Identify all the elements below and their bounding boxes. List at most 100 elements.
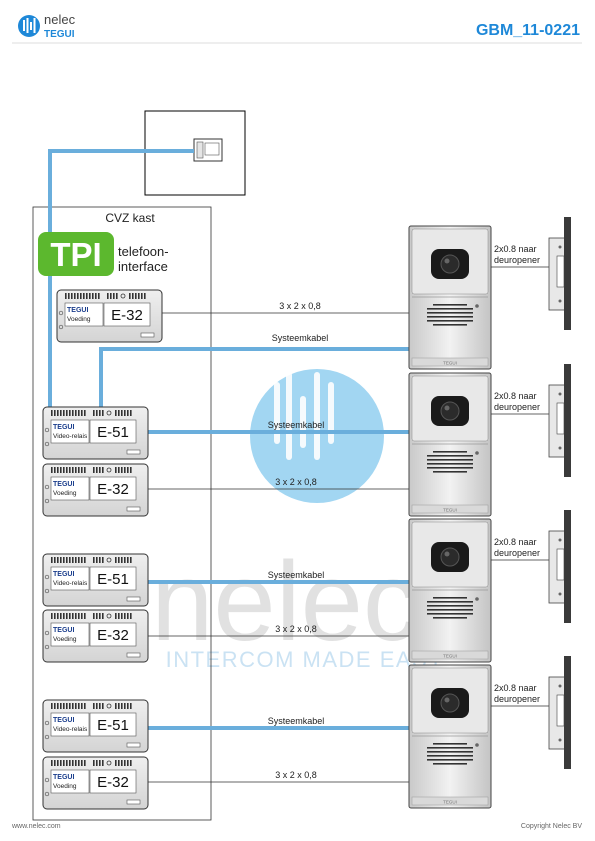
vent-slots (65, 293, 146, 299)
opener-label-1b: deuropener (494, 255, 540, 265)
speaker-grille-icon (427, 304, 473, 326)
screw-icon (44, 427, 50, 433)
module-label-box (50, 476, 90, 501)
door-strike-icon-3 (491, 510, 571, 623)
screw-icon (106, 467, 112, 473)
watermark-word: nelec (151, 539, 419, 664)
speaker-grille-icon (427, 597, 473, 619)
module-kind: Voeding (67, 316, 91, 323)
module-label-box (50, 769, 90, 794)
module-brand: TEGUI (53, 571, 74, 578)
screw-icon (106, 613, 112, 619)
vent-slots (51, 613, 132, 619)
module-kind: Voeding (53, 490, 77, 497)
footer-copyright: Copyright Nelec BV (521, 823, 582, 830)
logo-line2: TEGUI (44, 29, 75, 40)
screw-icon (44, 720, 50, 726)
module-brand: TEGUI (53, 717, 74, 724)
watermark-logo-icon (274, 372, 334, 460)
cable-label-power-1: 3 x 2 x 0,8 (279, 301, 321, 311)
panel-brand: TEGUI (443, 508, 457, 513)
door-panel-1: TEGUI (408, 225, 492, 370)
header: nelec TEGUI GBM_11-0221 (12, 12, 582, 44)
screw-icon (44, 574, 50, 580)
module-code: E-51 (97, 717, 129, 734)
terminal-block (140, 332, 155, 338)
terminal-block (126, 742, 141, 748)
opener-label-4a: 2x0.8 naar (494, 683, 537, 693)
panel-footer (411, 650, 489, 660)
tpi-badge-text: TPI (50, 236, 101, 273)
screw-icon (44, 734, 50, 740)
cable-label-power-3: 3 x 2 x 0,8 (275, 624, 317, 634)
screw-icon (106, 410, 112, 416)
module-brand: TEGUI (53, 481, 74, 488)
vent-slots (51, 410, 132, 416)
panel-footer (411, 796, 489, 806)
system-cables (48, 149, 409, 730)
cable-label-power-2: 3 x 2 x 0,8 (275, 477, 317, 487)
speaker-grille-icon (427, 451, 473, 473)
led-icon (475, 304, 479, 308)
tpi-label-line2: interface (118, 259, 168, 274)
monitor-icon (193, 138, 223, 162)
led-icon (475, 451, 479, 455)
opener-label-3b: deuropener (494, 548, 540, 558)
screw-icon (58, 324, 64, 330)
vent-slots (51, 557, 132, 563)
module-label-box (50, 622, 90, 647)
vent-slots (51, 760, 132, 766)
vent-slots (51, 467, 132, 473)
led-icon (475, 743, 479, 747)
module-brand: TEGUI (53, 424, 74, 431)
module-label-box (50, 566, 90, 591)
opener-label-1a: 2x0.8 naar (494, 244, 537, 254)
cable-systeem-1 (99, 347, 409, 410)
cable-label-system-3: Systeemkabel (268, 570, 325, 580)
cable-label-system-2: Systeemkabel (268, 420, 325, 430)
module-code: E-32 (97, 774, 129, 791)
vent-slots (51, 703, 132, 709)
opener-label-3a: 2x0.8 naar (494, 537, 537, 547)
door-strike-icon-1 (491, 217, 571, 330)
door-strike-icon-4 (491, 656, 571, 769)
module-label-box (50, 712, 90, 737)
screw-icon (44, 791, 50, 797)
panel-brand: TEGUI (443, 800, 457, 805)
module-code-box (89, 712, 137, 737)
module-brand: TEGUI (53, 627, 74, 634)
screw-icon (44, 588, 50, 594)
module-code: E-32 (97, 627, 129, 644)
screw-icon (106, 557, 112, 563)
cable-label-power-4: 3 x 2 x 0,8 (275, 770, 317, 780)
door-panel-3: TEGUI (408, 518, 492, 663)
module-code-box (89, 476, 137, 501)
tpi-interface: TPI telefoon- interface (38, 232, 169, 276)
terminal-block (126, 596, 141, 602)
terminal-block (126, 506, 141, 512)
speaker-grille-icon (427, 743, 473, 765)
opener-label-2a: 2x0.8 naar (494, 391, 537, 401)
module-kind: Video-relais (53, 726, 88, 733)
led-icon (475, 597, 479, 601)
terminal-block (126, 799, 141, 805)
module-kind: Video-relais (53, 580, 88, 587)
cable-label-system-4: Systeemkabel (268, 716, 325, 726)
door-panel-4: TEGUI (408, 664, 492, 809)
tpi-label-line1: telefoon- (118, 244, 169, 259)
document-code: GBM_11-0221 (476, 22, 580, 39)
module-code-box (89, 769, 137, 794)
module-code: E-32 (97, 481, 129, 498)
screw-icon (44, 441, 50, 447)
module-label-box (50, 419, 90, 444)
module-code: E-51 (97, 424, 129, 441)
module-6: TEGUI Video-relais E-51 (42, 699, 149, 753)
door-strike-icon-2 (491, 364, 571, 477)
module-code: E-32 (111, 307, 143, 324)
